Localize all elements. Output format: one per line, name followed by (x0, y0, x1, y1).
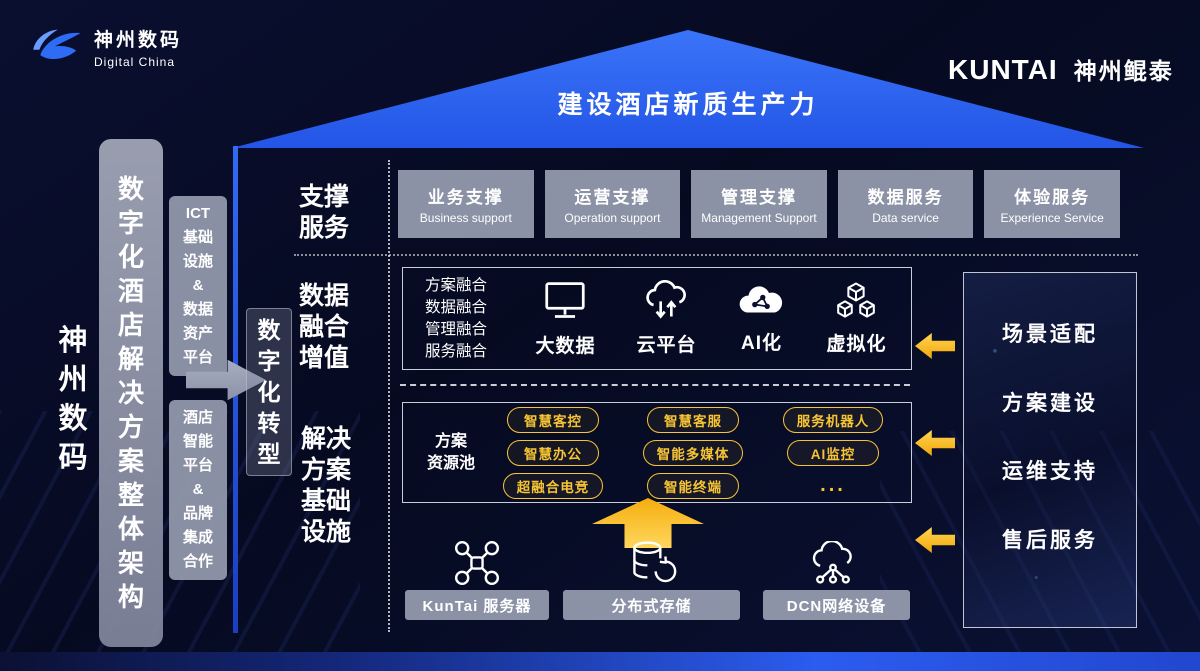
horizontal-dotted-divider (294, 254, 1138, 256)
server-drone-icon (451, 537, 503, 589)
tech-item-label: 虚拟化 (826, 334, 887, 355)
architecture-title-bar: 数字化酒店解决方案整体架构 (99, 139, 163, 647)
tech-item-label: 大数据 (535, 335, 596, 357)
tech-item-virtualization: 虚拟化 (826, 281, 886, 356)
ai-cloud-icon (737, 283, 785, 324)
pool-pill: 服务机器人 (782, 406, 884, 433)
digital-transformation-box: 数字化转型 (246, 308, 292, 476)
pool-more-ellipsis: ... (820, 474, 846, 496)
fusion-tech-row: 大数据 云平台 (511, 280, 911, 358)
support-box-title: 数据服务 (867, 188, 944, 207)
digital-china-swoosh-icon (28, 20, 84, 74)
kuntai-wordmark-cn: 神州鲲泰 (1073, 58, 1174, 84)
bottom-accent-stripe (0, 652, 1200, 671)
support-box-title: 管理支撑 (720, 188, 797, 207)
support-box-operation: 运营支撑 Operation support (544, 170, 681, 238)
tech-item-label: AI化 (740, 332, 782, 354)
virtualization-cubes-icon (833, 281, 879, 325)
background-streak-right (880, 431, 1200, 671)
hardware-label-storage: 分布式存储 (563, 590, 740, 620)
solution-pool-label: 方案 资源池 (426, 432, 475, 472)
fusion-item: 方案融合 (425, 277, 488, 294)
pool-pill: 智能终端 (647, 472, 739, 499)
fusion-items-list: 方案融合 数据融合 管理融合 服务融合 (425, 276, 511, 361)
support-box-subtitle: Operation support (564, 211, 661, 225)
ict-platform-box: ICT 基础 设施 & 数据 资产 平台 (169, 196, 227, 376)
tech-item-cloud: 云平台 (636, 280, 696, 357)
support-box-subtitle: Experience Service (1000, 211, 1104, 225)
support-box-business: 业务支撑 Business support (398, 170, 534, 238)
support-box-title: 体验服务 (1014, 188, 1091, 207)
left-arrow-icon (915, 333, 955, 359)
service-item-construction: 方案建设 (1002, 391, 1098, 415)
hardware-label-server: KunTai 服务器 (405, 590, 549, 620)
service-panel: 场景适配 方案建设 运维支持 售后服务 (963, 272, 1137, 628)
horizontal-dashed-divider (400, 384, 910, 386)
fusion-item: 管理融合 (425, 321, 488, 338)
digital-transformation-label: 数字化转型 (257, 316, 281, 467)
digital-china-name-cn: 神州数码 (94, 30, 183, 51)
architecture-title: 数字化酒店解决方案整体架构 (117, 174, 144, 612)
tech-item-label: 云平台 (636, 335, 697, 356)
service-item-aftersales: 售后服务 (1002, 529, 1098, 553)
pool-pill: 智慧办公 (507, 439, 599, 466)
pool-pill: 超融合电竞 (502, 472, 604, 499)
support-box-title: 运营支撑 (574, 188, 651, 207)
pool-pill: AI监控 (787, 439, 879, 466)
hardware-label-network: DCN网络设备 (763, 590, 910, 620)
support-services-row: 业务支撑 Business support 运营支撑 Operation sup… (398, 170, 1120, 238)
distributed-storage-icon (626, 537, 678, 589)
support-box-subtitle: Management Support (701, 211, 817, 225)
digital-china-name-en: Digital China (94, 55, 176, 69)
fusion-row-label: 数据 融合 增值 (299, 282, 350, 372)
fusion-item: 服务融合 (425, 343, 488, 360)
tech-item-ai: AI化 (737, 283, 785, 355)
support-box-experience: 体验服务 Experience Service (984, 170, 1120, 238)
kuntai-logo: KUNTAI 神州鲲泰 (948, 52, 1174, 86)
support-box-data: 数据服务 Data service (837, 170, 974, 238)
tech-item-bigdata: 大数据 (535, 280, 595, 358)
solution-pool-grid: 智慧客控 智慧客服 服务机器人 智慧办公 智能多媒体 AI监控 超融合电竞 智能… (489, 399, 911, 507)
solution-pool-box: 方案 资源池 智慧客控 智慧客服 服务机器人 智慧办公 智能多媒体 AI监控 超… (402, 402, 912, 503)
digital-china-logo: 神州数码 Digital China (28, 20, 182, 74)
pool-pill: 智能多媒体 (642, 439, 744, 466)
support-row-label: 支撑 服务 (299, 183, 350, 242)
roof-title: 建设酒店新质生产力 (557, 91, 819, 119)
pool-pill: 智慧客服 (647, 406, 739, 433)
network-cloud-icon (807, 537, 859, 589)
monitor-icon (542, 280, 588, 327)
solution-row-label: 解决 方案 基础 设施 (301, 425, 352, 546)
support-box-title: 业务支撑 (427, 188, 504, 207)
digital-china-wordmark: 神州数码 Digital China (94, 25, 182, 69)
company-vertical-text: 神州数码 (58, 325, 88, 474)
support-box-subtitle: Business support (419, 211, 512, 225)
fusion-item: 数据融合 (425, 299, 488, 316)
service-item-scenario: 场景适配 (1002, 322, 1098, 346)
data-fusion-box: 方案融合 数据融合 管理融合 服务融合 大数据 (402, 267, 912, 370)
service-item-operations: 运维支持 (1002, 460, 1098, 484)
pool-pill: 智慧客控 (507, 406, 599, 433)
cloud-sync-icon (642, 280, 690, 326)
vertical-dotted-divider (388, 160, 390, 632)
hotel-platform-box: 酒店 智能 平台 & 品牌 集成 合作 (169, 400, 227, 580)
kuntai-wordmark-en: KUNTAI (948, 54, 1058, 85)
support-box-management: 管理支撑 Management Support (691, 170, 827, 238)
support-box-subtitle: Data service (872, 211, 939, 225)
